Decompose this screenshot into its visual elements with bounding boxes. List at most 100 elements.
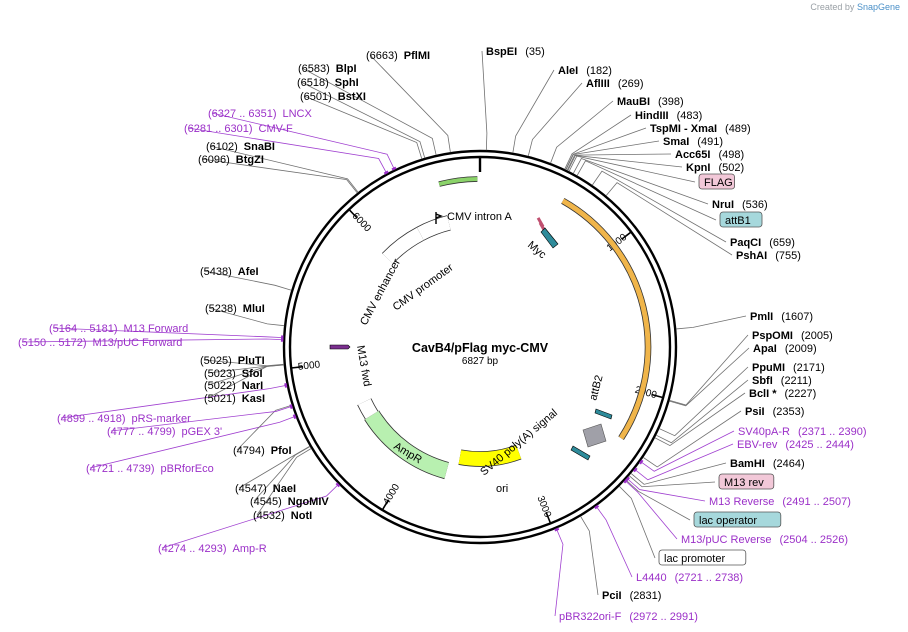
leader-4 (564, 114, 632, 170)
site-label-39: (4899 .. 4918)pRS-marker (57, 413, 191, 425)
primer-mark-21 (638, 459, 644, 465)
cmv-promoter-label: CMV promoter (391, 261, 456, 313)
credit: Created by SnapGene (810, 2, 900, 12)
primer-mark-38 (289, 404, 293, 410)
leader-6 (565, 140, 660, 170)
site-label-38: (4777 .. 4799)pGEX 3' (107, 426, 222, 438)
site-label-10: NruI(536) (712, 199, 768, 211)
leader-5 (565, 127, 647, 170)
leader-13 (605, 182, 733, 256)
leader-33 (256, 448, 312, 516)
site-label-55: (6663)PflMI (366, 50, 430, 62)
leader-38 (110, 405, 293, 432)
site-label-49: (6102)SnaBI (206, 141, 275, 153)
site-label-42: (5023)SfoI (204, 368, 263, 380)
site-label-45: (5164 .. 5181)M13 Forward (49, 323, 188, 335)
feature-box-28 (658, 549, 747, 566)
primer-mark-50 (383, 170, 389, 175)
site-label-43: (5025)PluTI (200, 355, 265, 367)
plasmid-name: CavB4/pFlag myc-CMV (412, 341, 549, 355)
feature-box-label-24: M13 rev (724, 477, 764, 489)
leader-46 (208, 307, 285, 327)
site-label-20: PsiI(2353) (745, 406, 804, 418)
leader-31 (554, 528, 564, 617)
site-label-22: EBV-rev(2425 .. 2444) (737, 439, 854, 451)
site-label-46: (5238)MluI (205, 303, 265, 315)
leader-36 (89, 415, 296, 469)
leader-50 (187, 127, 388, 174)
feature-box-label-26: lac operator (699, 515, 757, 527)
leader-8 (567, 155, 683, 171)
site-label-29: L4440(2721 .. 2738) (636, 572, 743, 584)
tick-3000 (545, 511, 552, 524)
primer-mark-29 (594, 504, 600, 510)
tick-label-3000: 3000 (535, 494, 554, 519)
site-label-52: (6501)BstXI (300, 91, 366, 103)
site-label-18: SbfI(2211) (752, 375, 812, 387)
tick-4000 (381, 499, 390, 511)
plasmid-length: 6827 bp (462, 356, 499, 367)
cmv-enhancer-label: CMV enhancer (358, 257, 403, 328)
site-label-41: (5022)NarI (204, 380, 263, 392)
leader-45 (52, 327, 284, 339)
snapgene-logo: SnapGene (856, 2, 900, 12)
m13fwd-label: M13 fwd (354, 344, 373, 387)
features (357, 176, 652, 480)
site-label-16: ApaI(2009) (753, 343, 817, 355)
cmv-enhancer-arc (382, 227, 424, 264)
site-label-1: AleI(182) (558, 65, 612, 77)
leader-19 (654, 392, 746, 447)
site-label-8: KpnI(502) (686, 162, 744, 174)
site-label-35: (4547)NaeI (235, 483, 296, 495)
site-label-15: PspOMI(2005) (752, 330, 833, 342)
leader-37 (236, 404, 292, 451)
cmv-intron-label: CMV intron A (447, 211, 512, 223)
primer-mark-51 (391, 166, 397, 171)
site-label-37: (4794)PfoI (233, 445, 292, 457)
site-label-54: (6583)BlpI (298, 63, 357, 75)
site-label-50: (6281 .. 6301)CMV-F (184, 123, 293, 135)
site-label-36: (4721 .. 4739)pBRforEco (86, 463, 214, 475)
primer-mark-32 (335, 482, 341, 488)
leader-1 (512, 69, 555, 153)
site-label-27: M13/pUC Reverse(2504 .. 2526) (681, 534, 848, 546)
sv40-label: SV40 poly(A) signal (478, 407, 560, 478)
site-label-25: M13 Reverse(2491 .. 2507) (709, 496, 851, 508)
leader-52 (303, 95, 423, 159)
leader-0 (481, 50, 488, 151)
leader-44 (21, 338, 284, 343)
leader-22 (634, 443, 734, 481)
site-label-23: BamHI(2464) (730, 458, 805, 470)
leader-27 (624, 480, 678, 540)
ampr-arc (364, 410, 449, 479)
leader-55 (369, 54, 451, 153)
site-label-4: HindIII(483) (635, 110, 702, 122)
leader-28 (619, 486, 656, 559)
ori-label: ori (496, 483, 508, 495)
leader-17 (659, 366, 749, 437)
leader-15 (669, 334, 749, 406)
tick-label-6000: 6000 (350, 211, 374, 235)
leader-3 (550, 100, 614, 164)
site-label-3: MauBI(398) (617, 96, 684, 108)
leader-21 (640, 430, 735, 472)
leader-49 (209, 145, 359, 193)
site-label-53: (6518)SphI (297, 77, 359, 89)
site-label-33: (4532)NotI (253, 510, 312, 522)
site-label-31: pBR322ori-F(2972 .. 2991) (559, 611, 698, 623)
leader-23 (630, 462, 727, 485)
primer-mark-27 (623, 478, 629, 484)
cmv-intron-start-icon (435, 212, 443, 224)
site-label-13: PshAI(755) (736, 250, 801, 262)
site-label-0: BspEI(35) (486, 46, 545, 58)
leader-32 (161, 483, 339, 549)
ampr-promoter-arc (357, 398, 378, 419)
leader-47 (203, 270, 292, 291)
ori-arc (458, 445, 522, 466)
primer-mark-36 (292, 414, 297, 420)
attb2-glyph-icon (594, 408, 613, 420)
site-label-32: (4274 .. 4293)Amp-R (158, 543, 267, 555)
leader-48 (201, 158, 358, 194)
site-label-12: PaqCI(659) (730, 237, 795, 249)
